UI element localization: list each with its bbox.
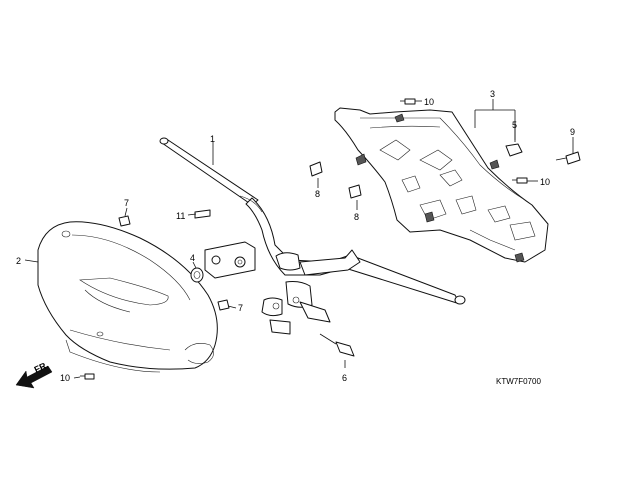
front-cover-part[interactable] [37, 221, 218, 373]
front-direction-arrow: FR. [15, 360, 53, 389]
part-label: 8 [315, 189, 320, 199]
part-label: 11 [176, 211, 185, 221]
collar-part[interactable] [190, 267, 204, 283]
part-label: 1 [210, 134, 215, 144]
drawing-code: KTW7F0700 [496, 377, 541, 386]
mount-bracket [204, 241, 256, 279]
part-label: 8 [354, 212, 359, 222]
part-label: 5 [512, 120, 517, 130]
part-label: 7 [238, 303, 243, 313]
cap-part[interactable] [505, 143, 523, 157]
clip-parts[interactable] [118, 161, 362, 311]
part-label: 4 [190, 253, 195, 263]
part-label: 7 [124, 198, 129, 208]
part-label: 2 [16, 256, 21, 266]
part-label: 9 [570, 127, 575, 137]
part-labels: 1 2 3 4 5 6 7 7 8 8 9 10 10 10 11 [16, 89, 575, 383]
part-label: 3 [490, 89, 495, 99]
part-label: 10 [60, 373, 70, 383]
part-label: 6 [342, 373, 347, 383]
part-label: 10 [424, 97, 434, 107]
screw-parts[interactable] [80, 98, 581, 380]
rear-cover-part[interactable] [334, 107, 549, 263]
leader-lines [24, 99, 574, 379]
part-label: 10 [540, 177, 550, 187]
handlebar-pipe-part[interactable] [159, 137, 466, 335]
arrow-icon [15, 365, 53, 389]
